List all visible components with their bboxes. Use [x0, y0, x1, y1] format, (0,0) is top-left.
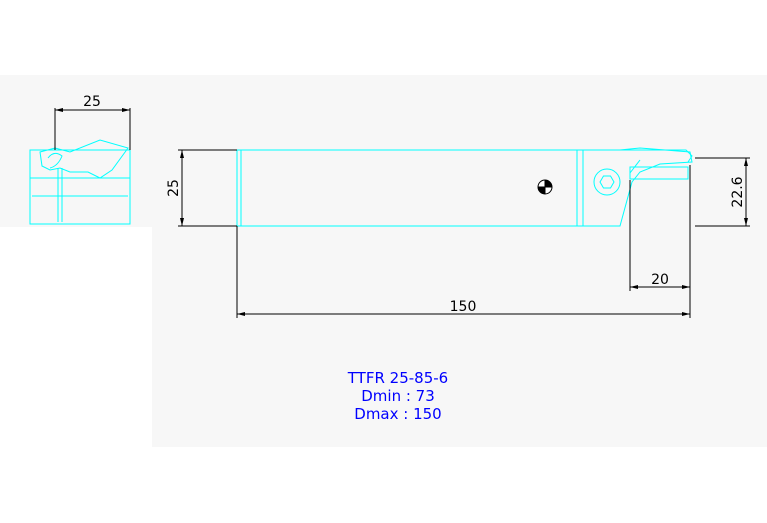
dim-body-height: 25 — [166, 149, 237, 227]
dim-overall-length: 150 — [236, 226, 690, 318]
side-view — [236, 147, 693, 227]
clamp-edge — [629, 159, 641, 174]
dim-head-length: 20 — [629, 165, 691, 318]
dim-head-height: 22.6 — [695, 157, 750, 227]
dim-head-height-label: 22.6 — [730, 176, 746, 207]
head-outline — [582, 147, 693, 227]
hex-screw-icon — [593, 168, 621, 196]
note-dmax: Dmax : 150 — [354, 405, 441, 423]
end-view-panel — [0, 75, 152, 227]
note-model: TTFR 25-85-6 — [347, 369, 448, 387]
dim-end-width-label: 25 — [83, 94, 101, 110]
dim-body-height-label: 25 — [166, 179, 182, 197]
note-dmin: Dmin : 73 — [361, 387, 435, 405]
end-view-clamp — [47, 152, 63, 169]
end-view — [29, 139, 131, 225]
dim-overall-length-label: 150 — [450, 299, 477, 315]
main-view-panel — [152, 75, 767, 447]
spec-notes: TTFR 25-85-6 Dmin : 73 Dmax : 150 — [347, 369, 448, 423]
end-view-outline — [29, 149, 131, 225]
center-mark-icon — [537, 179, 553, 195]
insert-outline — [620, 149, 693, 163]
dim-head-length-label: 20 — [651, 272, 669, 288]
dim-end-width: 25 — [54, 94, 131, 150]
